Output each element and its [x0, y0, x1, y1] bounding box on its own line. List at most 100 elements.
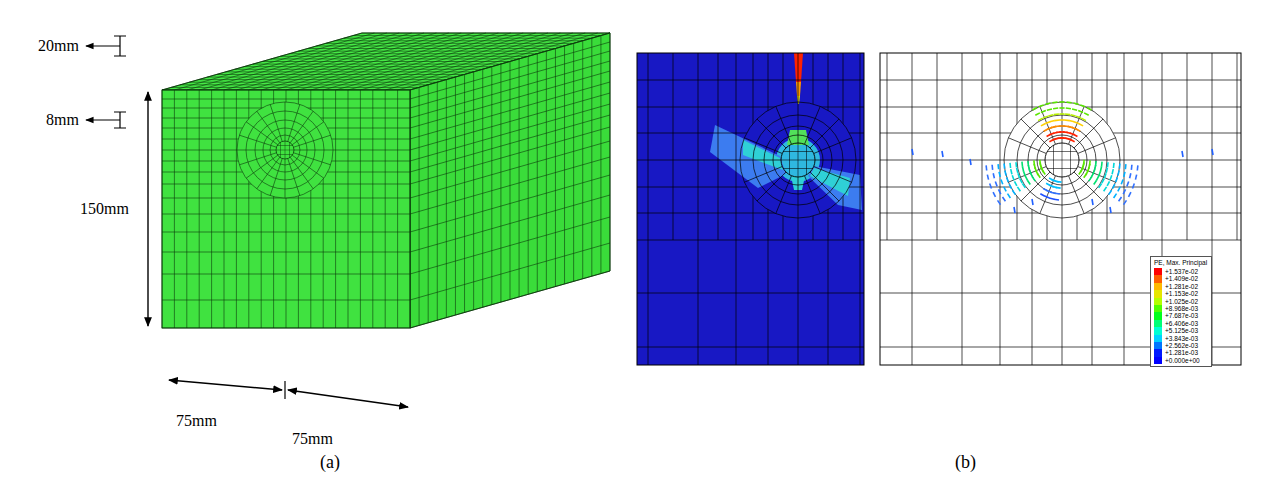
strain-symbol: [1131, 165, 1133, 170]
strain-symbol: [1081, 118, 1086, 120]
legend-swatch: [1154, 327, 1162, 334]
element-mesh: [880, 53, 1241, 365]
legend-swatch: [1154, 298, 1162, 305]
strain-symbol: [1118, 171, 1119, 176]
strain-symbol: [1099, 171, 1101, 176]
strain-symbol: [1005, 171, 1006, 176]
legend-value: +5.125e-03: [1165, 327, 1198, 334]
strain-symbol: [990, 184, 992, 189]
strain-symbol: [1001, 179, 1003, 184]
legend-row: +1.025e-02: [1154, 298, 1207, 305]
legend-value: +1.153e-02: [1165, 290, 1198, 297]
strain-symbol: [1050, 121, 1055, 122]
strain-symbol: [1106, 168, 1107, 173]
legend-value: +1.025e-02: [1165, 298, 1198, 305]
strain-symbol: [1038, 118, 1043, 120]
legend-row: +1.409e-02: [1154, 275, 1207, 282]
strain-symbol: [1033, 160, 1035, 165]
rebar-hole: [781, 143, 815, 177]
strain-symbol: [1182, 151, 1183, 157]
strain-symbol: [987, 175, 988, 180]
strain-symbol: [1059, 119, 1064, 121]
specimen-side-face: [410, 33, 610, 328]
mesh-ring: [237, 102, 333, 198]
dimension-label: 20mm: [38, 37, 79, 55]
side-mesh: [410, 33, 610, 328]
contour-band: [797, 96, 800, 104]
strain-symbol: [1025, 176, 1027, 181]
legend-row: +8.968e-03: [1154, 305, 1207, 312]
legend-swatch: [1154, 268, 1162, 275]
strain-symbol: [1109, 190, 1112, 194]
strain-symbol: [997, 164, 999, 169]
strain-symbol: [1014, 181, 1016, 186]
legend-swatch: [1154, 357, 1162, 364]
strain-symbol: [1049, 198, 1054, 199]
strain-symbol: [1135, 175, 1136, 180]
strain-symbol: [993, 173, 994, 178]
mesh-ring: [740, 102, 856, 218]
strain-symbol: [1052, 101, 1057, 103]
strain-symbol: [1017, 168, 1018, 173]
dimension-label: 75mm: [176, 412, 217, 430]
strain-symbol: [991, 165, 993, 170]
strain-symbol: [1110, 207, 1111, 213]
strain-symbol: [1124, 172, 1125, 177]
strain-symbol: [1054, 113, 1059, 115]
strain-symbol: [1112, 169, 1113, 174]
strain-symbol: [1119, 163, 1121, 168]
strain-symbol: [1070, 139, 1075, 141]
dimension-label: 75mm: [292, 430, 333, 448]
mesh-ring: [270, 135, 300, 165]
strain-symbol: [1076, 116, 1081, 118]
strain-symbol: [1212, 149, 1213, 155]
strain-symbol: [1045, 122, 1050, 124]
legend-row: +1.153e-02: [1154, 290, 1207, 297]
strain-symbol: [1059, 107, 1064, 109]
strain-symbol: [1014, 207, 1015, 213]
strain-symbol: [1035, 113, 1040, 115]
dimension-leader: [86, 45, 120, 46]
strain-symbol: [1089, 177, 1092, 181]
legend-swatch: [1154, 349, 1162, 356]
strain-symbol: [1027, 180, 1030, 184]
strain-symbol: [1080, 105, 1085, 107]
contour-band: [710, 125, 786, 188]
strain-symbol: [1114, 194, 1117, 198]
strain-symbol: [1053, 107, 1058, 109]
strain-symbol: [1040, 194, 1045, 197]
strain-symbol: [1043, 188, 1048, 191]
legend-swatch: [1154, 335, 1162, 342]
legend-value: +7.687e-03: [1165, 312, 1198, 319]
contour-legend: PE, Max. Principal+1.537e-02+1.409e-02+1…: [1150, 256, 1212, 367]
dimension-tick: [284, 381, 285, 399]
legend-value: +3.843e-03: [1165, 335, 1198, 342]
strain-symbol: [1119, 197, 1122, 201]
strain-symbol: [1011, 169, 1012, 174]
mesh-ring: [1017, 115, 1107, 205]
strain-symbol: [1102, 179, 1104, 184]
strain-symbol: [1127, 181, 1129, 186]
strain-symbol: [1015, 162, 1017, 167]
dimension-lines: [86, 36, 408, 407]
panel-label: (b): [955, 452, 976, 473]
legend-value: +1.281e-02: [1165, 283, 1198, 290]
strain-symbol: [1039, 160, 1041, 165]
mesh-ring: [1028, 126, 1096, 194]
contour-ground: [637, 53, 864, 365]
strain-symbol: [1096, 176, 1098, 181]
legend-value: +1.537e-02: [1165, 268, 1198, 275]
strain-symbol: [1094, 180, 1097, 184]
strain-symbol: [1003, 163, 1005, 168]
rebar-mesh: [781, 143, 815, 177]
contour-band: [743, 140, 783, 170]
strain-symbol: [1107, 181, 1109, 186]
strain-symbol: [1020, 179, 1022, 184]
strain-symbol: [1065, 113, 1070, 115]
legend-row: +1.281e-02: [1154, 283, 1207, 290]
legend-swatch: [1154, 275, 1162, 282]
dimension-label: 8mm: [46, 111, 79, 129]
strain-symbol: [1069, 121, 1074, 122]
legend-value: +1.281e-03: [1165, 349, 1198, 356]
